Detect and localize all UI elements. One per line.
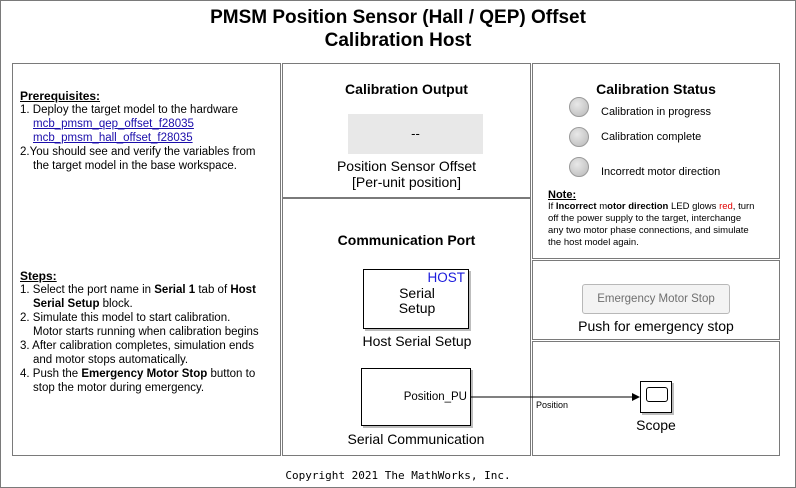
step-4: 4. Push the Emergency Motor Stop button …	[20, 368, 256, 380]
position-offset-unit: [Per-unit position]	[352, 174, 461, 190]
position-offset-label: Position Sensor Offset	[336, 158, 477, 174]
qep-offset-model-link[interactable]: mcb_pmsm_qep_offset_f28035	[33, 118, 194, 130]
step-1-cont: Serial Setup block.	[33, 298, 133, 310]
scope-label: Scope	[636, 417, 676, 433]
calibration-output-heading: Calibration Output	[345, 81, 468, 97]
model-title: PMSM Position Sensor (Hall / QEP) Offset…	[210, 7, 586, 51]
serial-communication-block[interactable]: Position_PU	[361, 368, 471, 426]
emergency-stop-label: Push for emergency stop	[578, 318, 734, 334]
prerequisites-heading: Prerequisites:	[20, 89, 101, 103]
emergency-motor-stop-button[interactable]: Emergency Motor Stop	[582, 284, 730, 314]
hall-offset-model-link[interactable]: mcb_pmsm_hall_offset_f28035	[33, 132, 193, 144]
lamp-incorrect-direction	[569, 157, 589, 177]
lamp-label-in-progress: Calibration in progress	[601, 106, 712, 118]
step-3: 3. After calibration completes, simulati…	[20, 340, 254, 352]
scope-block[interactable]	[640, 381, 672, 413]
prereq-item-1: 1. Deploy the target model to the hardwa…	[20, 104, 238, 116]
step-1: 1. Select the port name in Serial 1 tab …	[20, 284, 256, 296]
host-serial-setup-block[interactable]: HOST Serial Setup	[363, 269, 469, 329]
position-signal-label: Position	[536, 400, 569, 410]
step-4-cont: stop the motor during emergency.	[33, 382, 205, 394]
lamp-label-complete: Calibration complete	[601, 131, 702, 143]
prereq-item-2: 2.You should see and verify the variable…	[20, 146, 256, 158]
step-2: 2. Simulate this model to start calibrat…	[20, 312, 231, 324]
calibration-status-heading: Calibration Status	[596, 81, 716, 97]
step-2-cont: Motor starts running when calibration be…	[33, 326, 259, 338]
note-text: If Incorrect motor direction LED glows r…	[548, 201, 755, 212]
lamp-calibration-in-progress	[569, 97, 589, 117]
copyright-footer: Copyright 2021 The MathWorks, Inc.	[285, 469, 511, 482]
instructions-panel: Prerequisites: 1. Deploy the target mode…	[12, 63, 281, 456]
host-tag: HOST	[427, 270, 465, 285]
lamp-label-incorrect-direction: Incorredt motor direction	[601, 166, 721, 178]
position-offset-display[interactable]: --	[348, 114, 483, 154]
note-heading: Note:	[548, 189, 577, 201]
signal-arrowhead	[632, 393, 640, 401]
steps-heading: Steps:	[20, 269, 57, 283]
step-3-cont: and motor stops automatically.	[33, 354, 189, 366]
host-serial-setup-label: Host Serial Setup	[362, 333, 472, 349]
lamp-calibration-complete	[569, 127, 589, 147]
communication-port-heading: Communication Port	[337, 232, 476, 248]
serial-communication-label: Serial Communication	[347, 431, 485, 447]
prereq-item-2-cont: the target model in the base workspace.	[33, 160, 237, 172]
scope-screen-icon	[646, 387, 668, 402]
position-pu-port: Position_PU	[403, 391, 467, 403]
